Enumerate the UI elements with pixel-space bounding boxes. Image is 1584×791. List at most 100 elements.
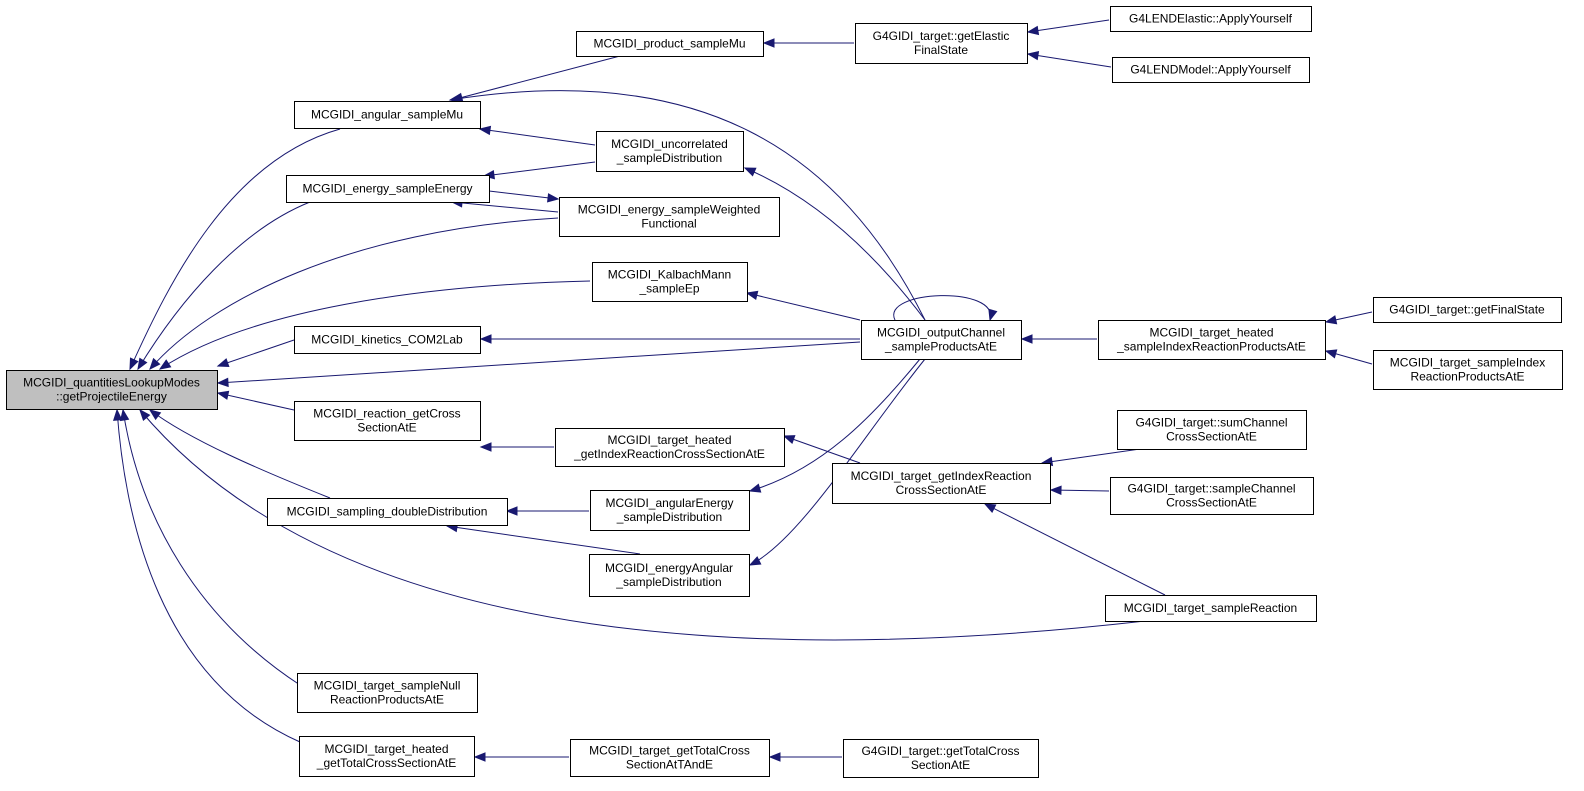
node-label-target_heated_getTotal-line-1: _getTotalCrossSectionAtE	[316, 756, 456, 770]
node-label-energy_weighted-line-0: MCGIDI_energy_sampleWeighted	[578, 203, 761, 217]
edge-kalbach-to-root	[158, 280, 591, 370]
edge-outputChannel-to-root	[216, 341, 861, 388]
node-lend_model[interactable]: G4LENDModel::ApplyYourself	[1112, 57, 1310, 83]
node-angular_sampleMu[interactable]: MCGIDI_angular_sampleMu	[294, 101, 481, 129]
node-box-uncorrelated[interactable]	[596, 131, 744, 172]
edge-energy_sampleEnergy-to-energy_weighted	[488, 190, 560, 203]
edge-line-target_sampleNull-to-root	[122, 409, 301, 686]
node-box-sampling_doubleDist[interactable]	[267, 498, 508, 526]
node-label-target_sampleNull-line-1: ReactionProductsAtE	[330, 693, 444, 707]
node-box-product_sampleMu[interactable]	[576, 31, 764, 57]
node-g4_getFinalState[interactable]: G4GIDI_target::getFinalState	[1373, 297, 1562, 323]
node-label-heated_sampleIndex-line-0: MCGIDI_target_heated	[1149, 326, 1273, 340]
node-product_sampleMu[interactable]: MCGIDI_product_sampleMu	[576, 31, 764, 57]
node-target_sampleReaction[interactable]: MCGIDI_target_sampleReaction	[1105, 595, 1317, 622]
edge-arrowhead-angular_sampleMu-to-root	[129, 357, 139, 371]
edge-target_sampleNull-to-root	[119, 408, 301, 686]
node-box-target_sampleNull[interactable]	[297, 673, 478, 713]
edge-outputChannel-to-outputChannel	[893, 295, 998, 322]
node-box-heated_sampleIndex[interactable]	[1098, 320, 1326, 360]
node-box-target_heated_getTotal[interactable]	[299, 736, 475, 777]
node-energy_sampleEnergy[interactable]: MCGIDI_energy_sampleEnergy	[286, 175, 490, 203]
edge-line-product_sampleMu-to-angular_sampleMu	[451, 55, 621, 101]
node-box-reaction_getCross[interactable]	[294, 401, 481, 441]
node-target_heated_getTotal[interactable]: MCGIDI_target_heated_getTotalCrossSectio…	[299, 736, 475, 777]
node-box-g4_sampleChannel[interactable]	[1110, 477, 1314, 515]
node-box-energyAngular[interactable]	[589, 554, 750, 597]
node-target_getIndexReaction[interactable]: MCGIDI_target_getIndexReactionCrossSecti…	[832, 463, 1051, 504]
node-box-kalbach[interactable]	[592, 262, 748, 302]
node-box-target_getIndexReaction[interactable]	[832, 463, 1051, 504]
node-label-angularEnergy-line-1: _sampleDistribution	[616, 510, 722, 524]
edge-sampling_doubleDist-to-root	[148, 409, 331, 499]
node-box-g4_getFinalState[interactable]	[1373, 297, 1562, 323]
edge-product_sampleMu-to-angular_sampleMu	[450, 55, 621, 102]
edge-line-outputChannel-to-angular_sampleMu	[449, 90, 926, 321]
node-box-g4_getTotalCross[interactable]	[843, 739, 1039, 778]
node-box-lend_elastic[interactable]	[1110, 6, 1312, 32]
edge-arrowhead-lend_model-to-g4_getElastic	[1026, 50, 1040, 61]
node-box-g4_getElastic[interactable]	[855, 23, 1028, 64]
edge-angularEnergy-to-sampling_doubleDist	[505, 506, 589, 516]
node-heated_sampleIndex[interactable]: MCGIDI_target_heated_sampleIndexReaction…	[1098, 320, 1326, 360]
node-box-energy_weighted[interactable]	[559, 197, 780, 237]
node-target_sampleIndex[interactable]: MCGIDI_target_sampleIndexReactionProduct…	[1373, 350, 1563, 390]
node-box-lend_model[interactable]	[1112, 57, 1310, 83]
edge-outputChannel-to-kinetics_COM2Lab	[479, 334, 860, 344]
edge-lend_elastic-to-g4_getElastic	[1026, 19, 1110, 36]
node-label-uncorrelated-line-1: _sampleDistribution	[616, 151, 722, 165]
edge-line-outputChannel-to-outputChannel	[893, 295, 991, 321]
edge-line-outputChannel-to-root	[217, 341, 861, 384]
node-box-g4_sumChannel[interactable]	[1117, 410, 1307, 450]
edge-line-energy_weighted-to-energy_sampleEnergy	[451, 201, 559, 213]
node-box-angularEnergy[interactable]	[590, 490, 750, 531]
node-label-target_sampleIndex-line-0: MCGIDI_target_sampleIndex	[1390, 356, 1545, 370]
node-label-angularEnergy-line-0: MCGIDI_angularEnergy	[605, 496, 733, 510]
node-sampling_doubleDist[interactable]: MCGIDI_sampling_doubleDistribution	[267, 498, 508, 526]
node-box-target_getTotalTAndE[interactable]	[570, 739, 770, 777]
node-g4_sampleChannel[interactable]: G4GIDI_target::sampleChannelCrossSection…	[1110, 477, 1314, 515]
edge-target_getIndexReaction-to-target_heated_getIndex	[782, 435, 861, 464]
node-label-target_heated_getIndex-line-1: _getIndexReactionCrossSectionAtE	[573, 447, 765, 461]
node-target_getTotalTAndE[interactable]: MCGIDI_target_getTotalCrossSectionAtTAnd…	[570, 739, 770, 777]
node-target_sampleNull[interactable]: MCGIDI_target_sampleNullReactionProducts…	[297, 673, 478, 713]
node-box-outputChannel[interactable]	[861, 320, 1022, 360]
node-lend_elastic[interactable]: G4LENDElastic::ApplyYourself	[1110, 6, 1312, 32]
edge-arrowhead-outputChannel-to-kinetics_COM2Lab	[479, 334, 492, 344]
edge-arrowhead-target_heated_getIndex-to-reaction_getCross	[479, 442, 492, 452]
edge-arrowhead-kalbach-to-root	[158, 359, 172, 370]
node-kalbach[interactable]: MCGIDI_KalbachMann_sampleEp	[592, 262, 748, 302]
node-box-root[interactable]	[6, 370, 218, 410]
node-box-angular_sampleMu[interactable]	[294, 101, 481, 129]
edge-line-outputChannel-to-uncorrelated	[744, 167, 926, 321]
node-uncorrelated[interactable]: MCGIDI_uncorrelated_sampleDistribution	[596, 131, 744, 172]
node-label-sampling_doubleDist-line-0: MCGIDI_sampling_doubleDistribution	[287, 505, 488, 519]
node-box-target_heated_getIndex[interactable]	[555, 428, 785, 467]
edge-arrowhead-energy_sampleEnergy-to-energy_weighted	[547, 193, 560, 203]
edge-kinetics_COM2Lab-to-root	[216, 339, 295, 368]
edge-arrowhead-outputChannel-to-uncorrelated	[743, 167, 757, 177]
node-outputChannel[interactable]: MCGIDI_outputChannel_sampleProductsAtE	[861, 320, 1022, 360]
node-angularEnergy[interactable]: MCGIDI_angularEnergy_sampleDistribution	[590, 490, 750, 531]
edge-arrowhead-uncorrelated-to-angular_sampleMu	[478, 125, 492, 136]
node-box-energy_sampleEnergy[interactable]	[286, 175, 490, 203]
edge-target_getTotalTAndE-to-target_heated_getTotal	[473, 752, 569, 762]
edge-angular_sampleMu-to-root	[129, 128, 341, 371]
edge-arrowhead-target_sampleIndex-to-heated_sampleIndex	[1324, 349, 1338, 359]
node-box-kinetics_COM2Lab[interactable]	[294, 326, 481, 354]
node-energyAngular[interactable]: MCGIDI_energyAngular_sampleDistribution	[589, 554, 750, 597]
node-label-lend_elastic-line-0: G4LENDElastic::ApplyYourself	[1129, 12, 1293, 26]
edge-arrowhead-g4_getFinalState-to-heated_sampleIndex	[1324, 315, 1338, 325]
node-kinetics_COM2Lab[interactable]: MCGIDI_kinetics_COM2Lab	[294, 326, 481, 354]
node-box-target_sampleIndex[interactable]	[1373, 350, 1563, 390]
node-target_heated_getIndex[interactable]: MCGIDI_target_heated_getIndexReactionCro…	[555, 428, 785, 467]
node-g4_getTotalCross[interactable]: G4GIDI_target::getTotalCrossSectionAtE	[843, 739, 1039, 778]
edge-energy_sampleEnergy-to-root	[137, 201, 311, 371]
node-label-target_getTotalTAndE-line-0: MCGIDI_target_getTotalCross	[589, 744, 750, 758]
node-box-target_sampleReaction[interactable]	[1105, 595, 1317, 622]
node-root[interactable]: MCGIDI_quantitiesLookupModes::getProject…	[6, 370, 218, 410]
